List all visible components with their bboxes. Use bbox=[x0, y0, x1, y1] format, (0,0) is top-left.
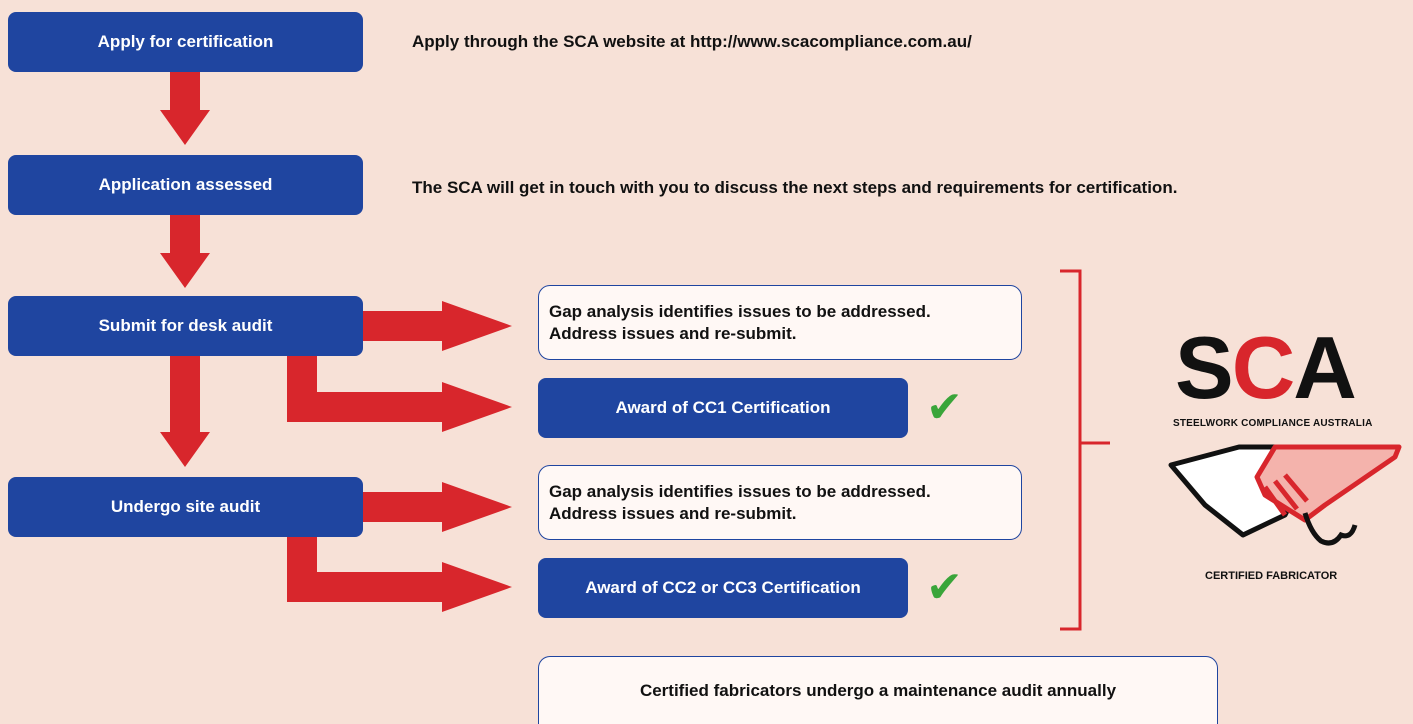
logo-letter-a: A bbox=[1293, 318, 1357, 417]
step-site-audit: Undergo site audit bbox=[8, 477, 363, 537]
bracket bbox=[1060, 269, 1110, 631]
logo-letter-s: S bbox=[1175, 318, 1234, 417]
logo-caption: CERTIFIED FABRICATOR bbox=[1205, 570, 1338, 582]
step-application-assessed: Application assessed bbox=[8, 155, 363, 215]
award-cc2-cc3-box: Award of CC2 or CC3 Certification bbox=[538, 558, 908, 618]
arrow-assessed-to-desk bbox=[160, 215, 210, 288]
award-cc1-box: Award of CC1 Certification bbox=[538, 378, 908, 438]
logo-letters: SCA bbox=[1175, 318, 1357, 418]
arrow-desk-to-gap1 bbox=[362, 301, 512, 351]
arrow-site-to-cc2 bbox=[287, 537, 512, 612]
arrow-desk-to-site bbox=[160, 356, 210, 467]
sca-logo: SCA STEELWORK COMPLIANCE AUSTRALIA CERTI… bbox=[1115, 318, 1410, 600]
note-apply: Apply through the SCA website at http://… bbox=[412, 32, 972, 51]
maintenance-box: Certified fabricators undergo a maintena… bbox=[538, 656, 1218, 724]
gap-analysis-site-line2: Address issues and re-submit. bbox=[549, 503, 797, 523]
check-cc1-icon: ✔ bbox=[926, 383, 963, 432]
gap-analysis-desk-line1: Gap analysis identifies issues to be add… bbox=[549, 301, 931, 321]
arrow-apply-to-assessed bbox=[160, 72, 210, 145]
arrow-desk-to-cc1 bbox=[287, 356, 512, 432]
logo-tagline: STEELWORK COMPLIANCE AUSTRALIA bbox=[1173, 418, 1373, 429]
gap-analysis-site-line1: Gap analysis identifies issues to be add… bbox=[549, 481, 931, 501]
gap-analysis-desk-box: Gap analysis identifies issues to be add… bbox=[538, 285, 1022, 360]
maintenance-text: Certified fabricators undergo a maintena… bbox=[639, 680, 1117, 700]
check-cc2-icon: ✔ bbox=[926, 563, 963, 612]
note-assessed: The SCA will get in touch with you to di… bbox=[412, 178, 1178, 197]
logo-letter-c: C bbox=[1231, 318, 1296, 417]
step-apply: Apply for certification bbox=[8, 12, 363, 72]
handshake-icon bbox=[1168, 444, 1402, 546]
arrow-site-to-gap2 bbox=[362, 482, 512, 532]
gap-analysis-site-box: Gap analysis identifies issues to be add… bbox=[538, 465, 1022, 540]
gap-analysis-desk-line2: Address issues and re-submit. bbox=[549, 323, 797, 343]
step-desk-audit: Submit for desk audit bbox=[8, 296, 363, 356]
